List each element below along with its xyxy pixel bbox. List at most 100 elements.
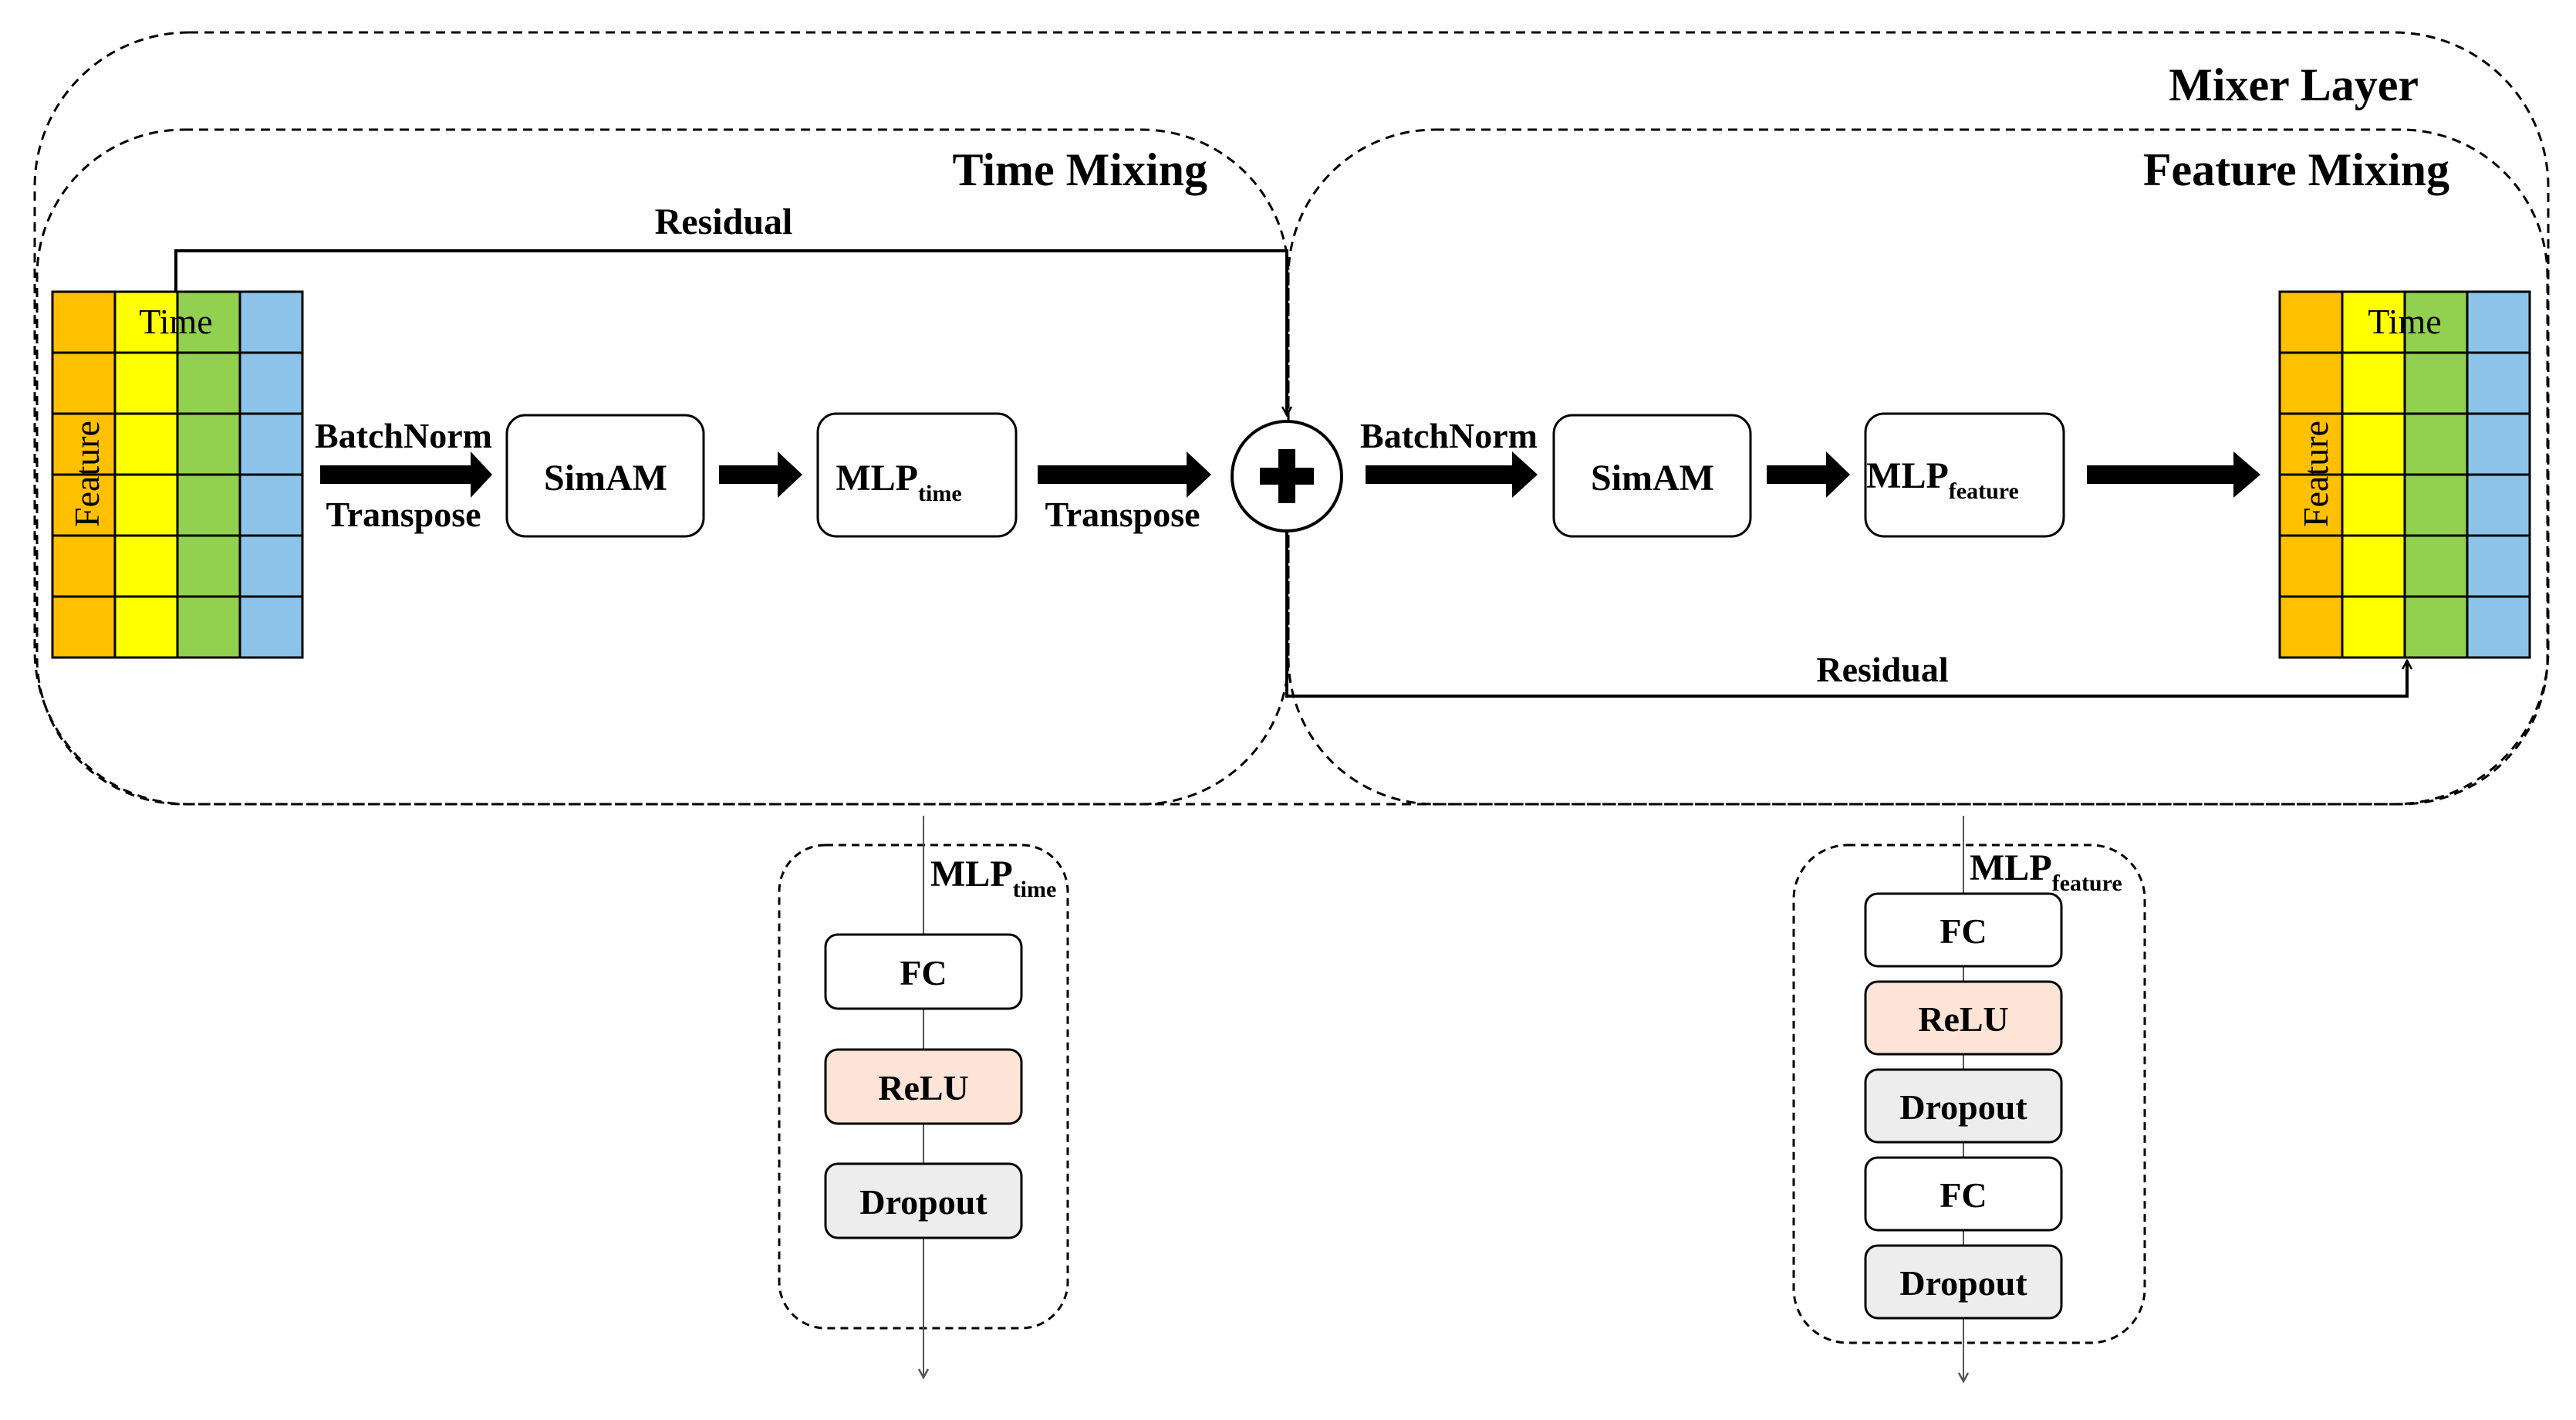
mlp-time-detail-title: MLP [930,854,1013,894]
grid-cell [176,351,241,415]
time-mixing-title: Time Mixing [952,144,1207,195]
batchnorm-label-right: BatchNorm [1360,416,1538,455]
grid-cell [2403,412,2469,476]
grid-cell [113,351,179,415]
grid-cell [176,473,241,537]
mlp-feature-dropout-label-1: Dropout [1899,1087,2027,1127]
grid-cell [2466,351,2531,415]
mlp-feature-label: MLP [1866,455,1949,496]
mlp-time-block: MLPtime [816,412,1018,538]
mlp-feature-dropout-label-2: Dropout [1899,1263,2027,1303]
arrow-mlp-time-to-add [1038,451,1211,498]
grid-cell [2466,534,2531,598]
grid-cell [2466,473,2531,537]
mlp-feature-detail-subscript: feature [2052,871,2122,896]
mlp-feature-relu-label: ReLU [1918,999,2009,1039]
output-feature-label: Feature [2296,421,2335,527]
grid-cell [238,473,304,537]
grid-cell [51,351,116,415]
mixer-layer-boundary [33,31,2550,806]
grid-cell [238,595,304,659]
mlp-time-relu-label: ReLU [878,1068,969,1107]
add-node [1231,420,1343,532]
grid-cell [113,595,179,659]
feature-mixing-boundary [1287,128,2549,806]
arrow-mlp-feature-to-output [2087,451,2260,498]
mlp-time-fc-layer: FC [824,933,1023,1010]
simam-block-time: SimAM [505,414,705,538]
grid-cell [2403,595,2469,659]
residual-path-bottom [1285,511,2407,698]
mlp-feature-dropout-layer-2: Dropout [1864,1244,2063,1320]
arrow-simam-to-mlp-time [719,451,802,498]
mlp-time-dropout-label: Dropout [859,1182,988,1222]
svg-text:MLPfeature: MLPfeature [1866,455,2019,504]
grid-cell [176,595,241,659]
grid-cell [238,534,304,598]
grid-cell [113,473,179,537]
grid-cell [238,290,304,354]
input-time-label: Time [139,302,212,341]
arrow-add-to-simam [1366,451,1538,498]
feature-mixing-title: Feature Mixing [2143,144,2449,195]
grid-cell [2341,351,2406,415]
mlp-feature-dropout-layer-1: Dropout [1864,1068,2063,1144]
grid-cell [2278,351,2344,415]
grid-cell [2466,412,2531,476]
grid-cell [2278,534,2344,598]
residual-label-top: Residual [655,201,793,242]
grid-cell [113,534,179,598]
grid-cell [2278,290,2344,354]
input-feature-label: Feature [67,421,106,527]
grid-cell [2341,595,2406,659]
grid-cell [113,412,179,476]
grid-cell [2278,412,2344,476]
residual-label-bottom: Residual [1816,650,1948,689]
grid-cell [51,290,116,354]
grid-cell [238,351,304,415]
grid-cell [2341,412,2406,476]
grid-cell [51,595,116,659]
transpose-label-middle: Transpose [1045,495,1200,534]
residual-path-top [174,249,1287,415]
grid-cell [2403,534,2469,598]
grid-cell [2278,595,2344,659]
mixer-layer-title: Mixer Layer [2169,59,2419,110]
grid-cell [2341,473,2406,537]
mlp-time-dropout-layer: Dropout [824,1162,1023,1239]
grid-cell [2466,595,2531,659]
batchnorm-label-left: BatchNorm [315,416,492,455]
grid-cell [2403,351,2469,415]
grid-cell [2466,290,2531,354]
mlp-feature-fc-layer-1: FC [1864,892,2063,968]
mlp-feature-subscript: feature [1949,478,2019,504]
mlp-feature-fc-label-2: FC [1940,1175,1987,1215]
grid-cell [51,534,116,598]
svg-text:MLPtime: MLPtime [930,854,1056,902]
output-grid [2278,290,2531,659]
transpose-label-left: Transpose [326,495,481,534]
mlp-feature-fc-layer-2: FC [1864,1156,2063,1232]
mlp-feature-fc-label-1: FC [1940,911,1987,951]
grid-cell [2341,534,2406,598]
output-time-label: Time [2368,302,2441,341]
mlp-feature-block: MLPfeature [1864,412,2065,538]
input-grid [51,290,304,659]
svg-text:MLPfeature: MLPfeature [1970,847,2122,896]
mlp-time-label: MLP [836,458,918,499]
mlp-time-fc-label: FC [900,953,947,992]
grid-cell [176,412,241,476]
simam-block-feature: SimAM [1552,414,1752,538]
grid-cell [176,534,241,598]
grid-cell [176,290,241,354]
simam-label-feature: SimAM [1591,458,1714,499]
arrow-simam-to-mlp-feature [1767,451,1850,498]
grid-cell [238,412,304,476]
mlp-feature-relu-layer: ReLU [1864,980,2063,1056]
grid-cell [2403,473,2469,537]
svg-text:MLPtime: MLPtime [836,458,961,506]
simam-label-time: SimAM [544,458,667,499]
mlp-time-detail-subscript: time [1013,877,1057,902]
mlp-feature-detail-title: MLP [1970,847,2052,888]
